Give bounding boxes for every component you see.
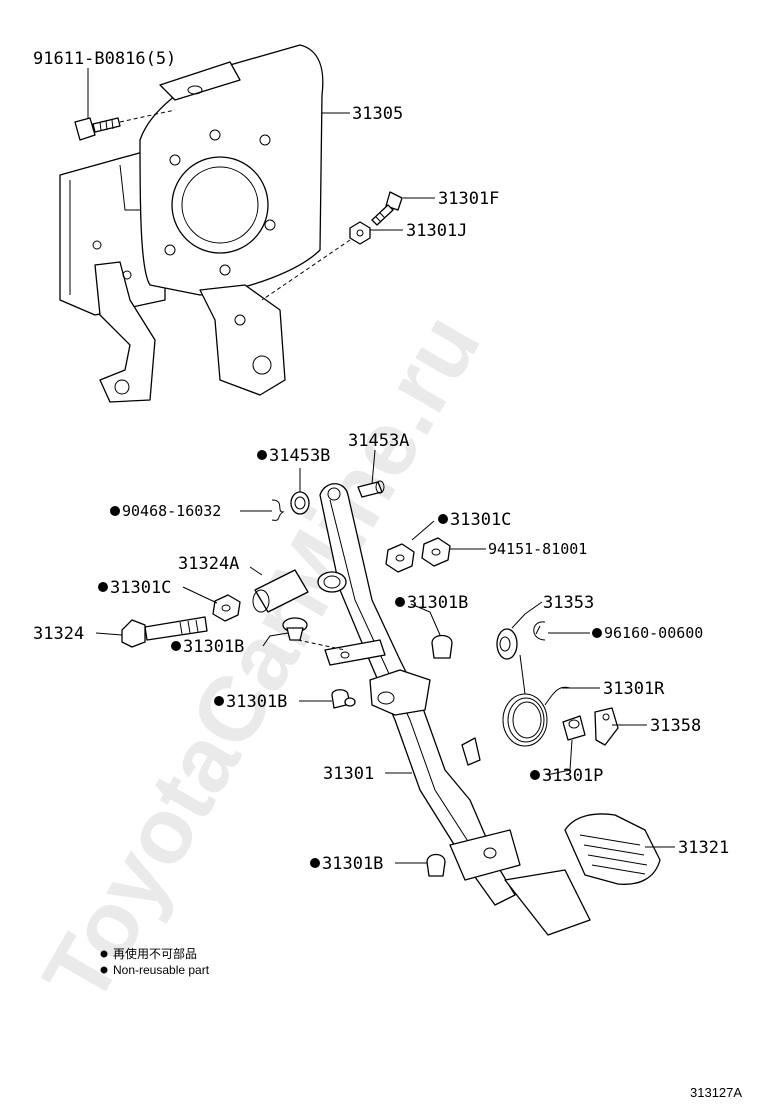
label-31301: 31301 [323,764,374,784]
label-31305: 31305 [352,104,403,124]
label-31301b-lower: 31301B [322,854,383,874]
non-reusable-dot-31301b-left [214,696,224,706]
pedal-assembly-drawing [121,480,661,936]
legend-text-jp: 再使用不可部品 [113,946,197,961]
label-31453a: 31453A [348,431,409,451]
label-31301r: 31301R [603,679,665,699]
label-91611-b0816: 91611-B0816(5) [33,49,176,69]
label-31301b-left: 31301B [226,692,287,712]
legend-dot-en [100,966,108,974]
legend: 再使用不可部品 Non-reusable part [100,946,210,977]
label-31301f: 31301F [438,189,499,209]
label-31353: 31353 [543,593,594,613]
label-31453b: 31453B [269,446,330,466]
non-reusable-dot-31453b [257,450,267,460]
watermark-text: ToyotaCarMine.ru [24,298,500,1020]
label-96160-00600: 96160-00600 [604,624,703,642]
leader-lines [87,68,675,864]
label-31301c-left: 31301C [110,578,171,598]
non-reusable-dot-96160 [592,628,602,638]
label-94151-81001: 94151-81001 [488,540,587,558]
label-31301b-right: 31301B [407,593,468,613]
legend-text-en: Non-reusable part [113,963,210,977]
non-reusable-dot-31301c-left [98,582,108,592]
non-reusable-dot-31301b-upper [171,641,181,651]
non-reusable-dot-31301b-lower [310,858,320,868]
label-31301c-right: 31301C [450,510,511,530]
label-31301b-upper: 31301B [183,637,244,657]
label-90468-16032: 90468-16032 [122,502,221,520]
label-31301p: 31301P [542,766,603,786]
non-reusable-dot-90468 [110,506,120,516]
label-31324a: 31324A [178,554,239,574]
non-reusable-dot-31301p [530,770,540,780]
label-31301j: 31301J [406,221,467,241]
label-31358: 31358 [650,716,701,736]
non-reusable-dot-31301c-right [438,514,448,524]
label-31324: 31324 [33,624,84,644]
diagram-code: 313127A [690,1085,742,1100]
non-reusable-dot-31301b-right [395,597,405,607]
legend-dot-jp [100,950,108,958]
bracket-31305-drawing [59,44,403,403]
label-31321: 31321 [678,838,729,858]
